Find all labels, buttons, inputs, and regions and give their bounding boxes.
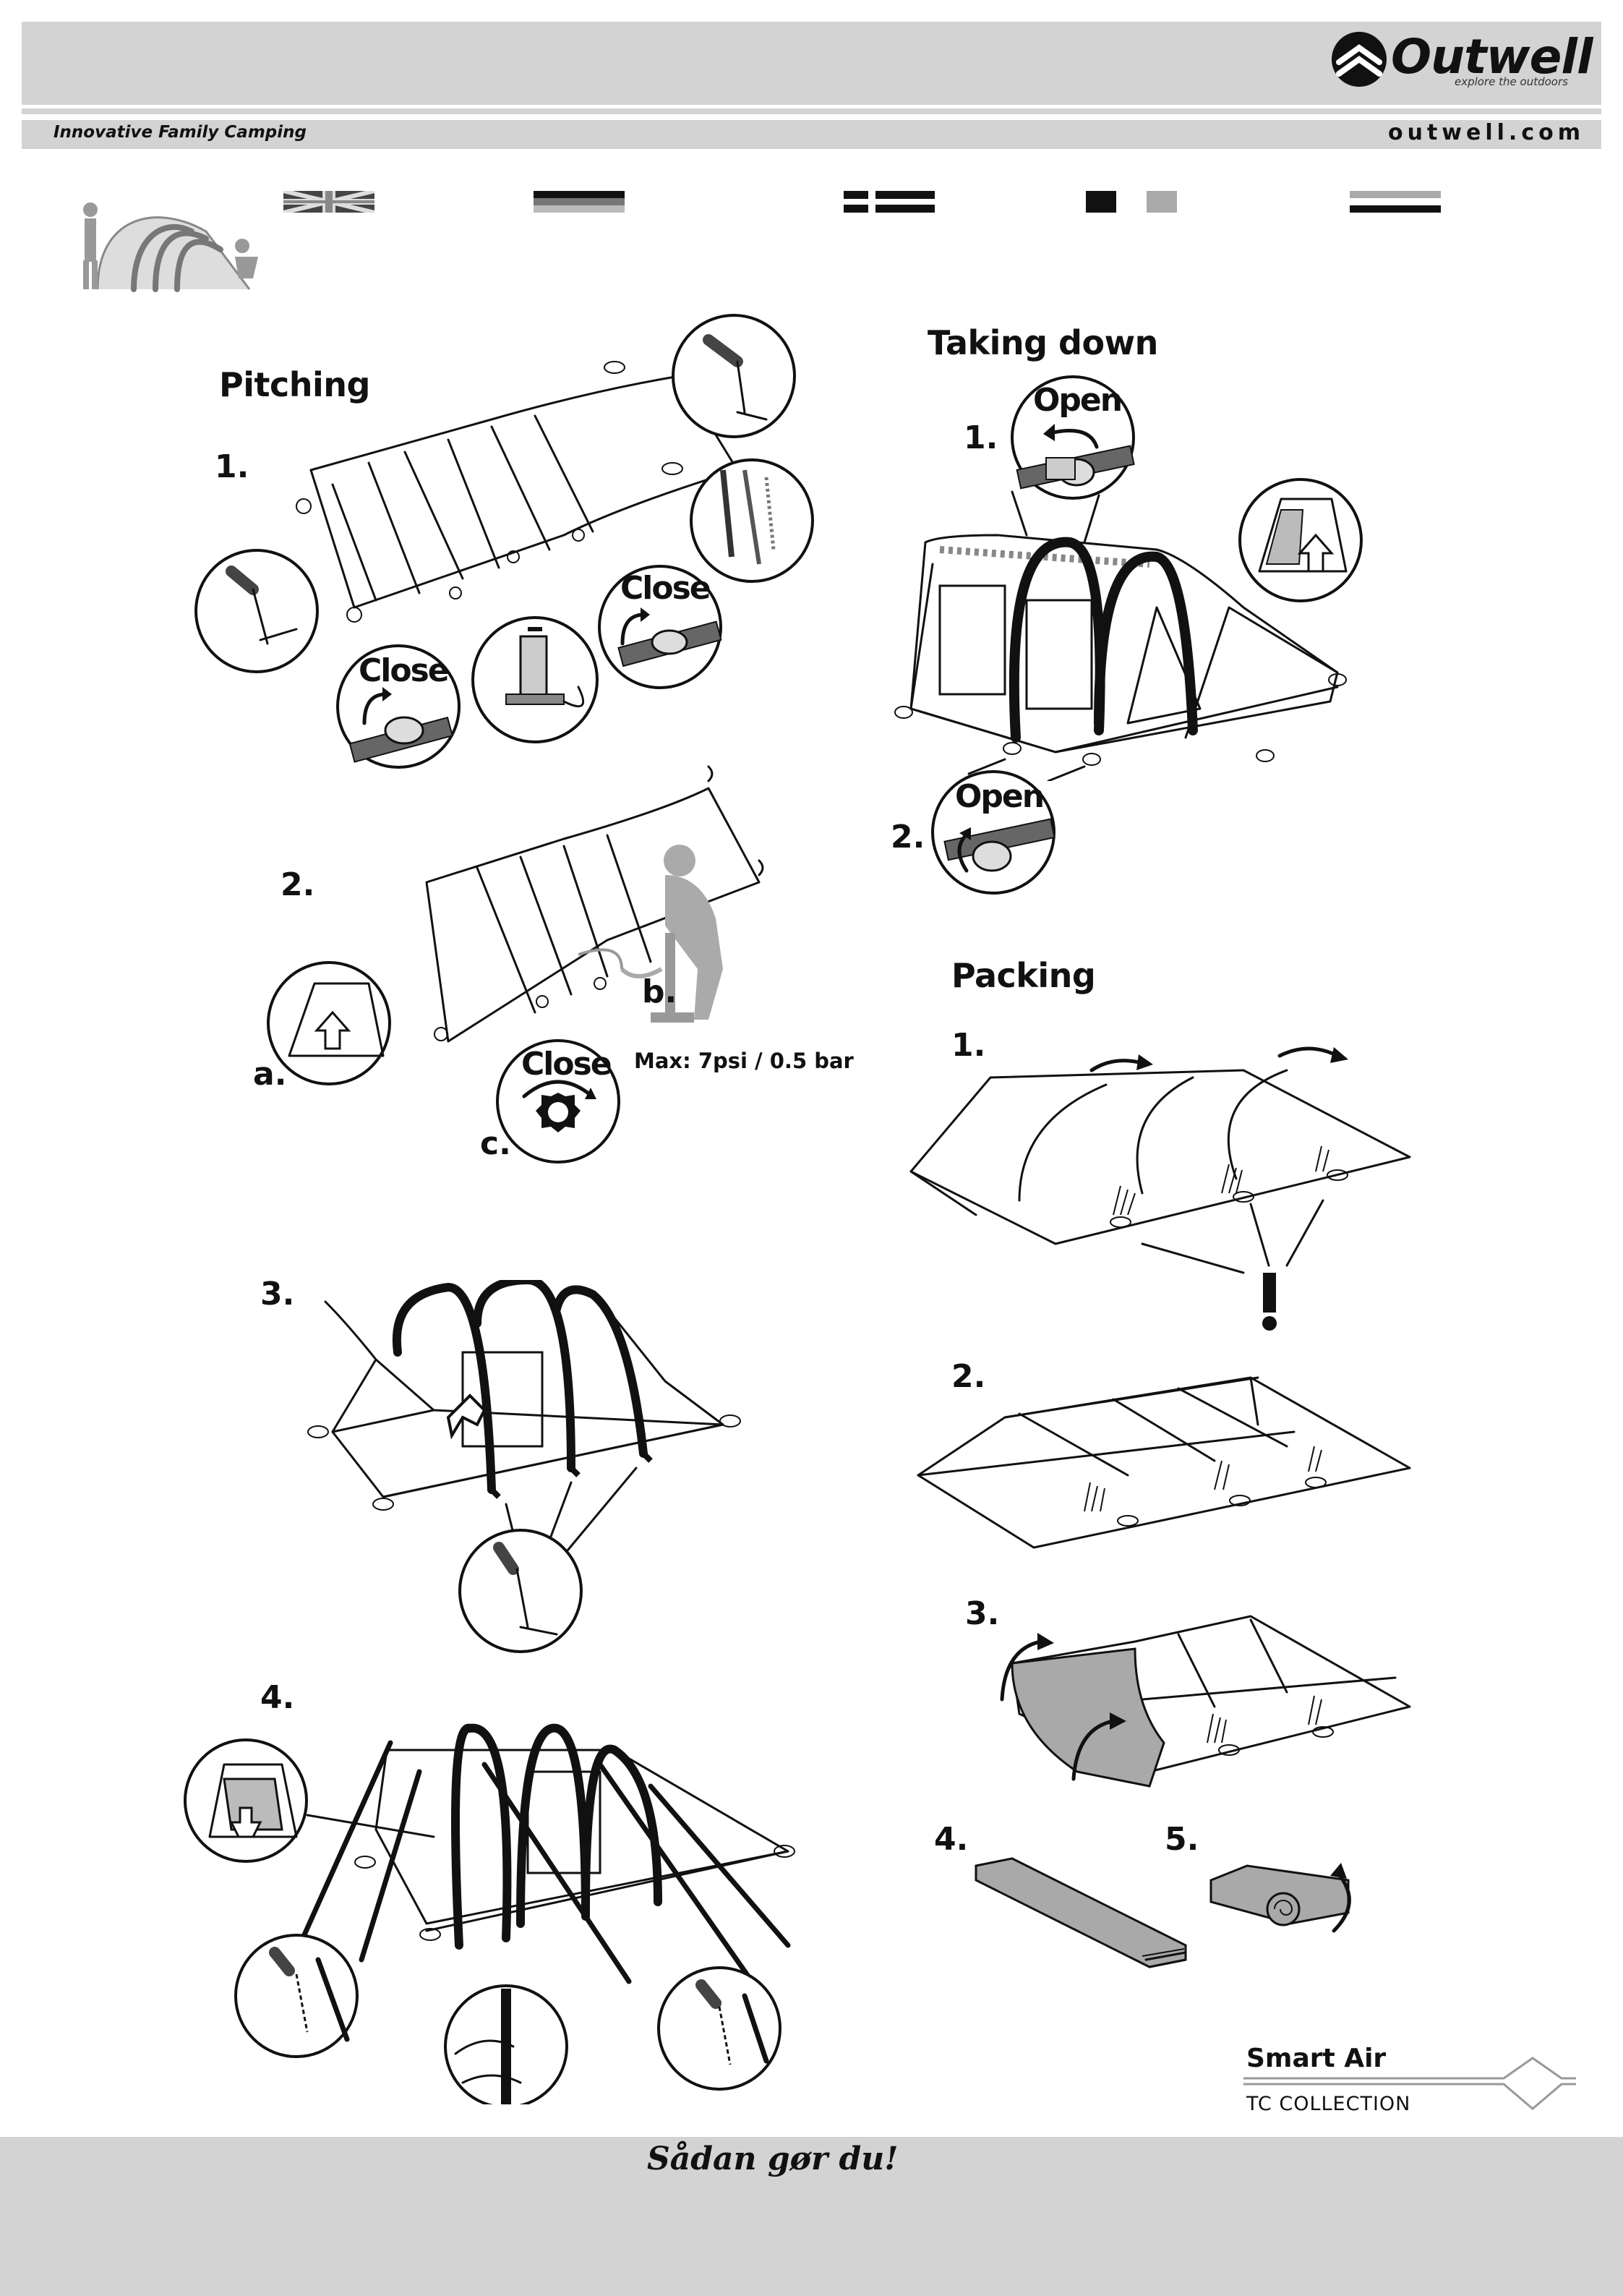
pitching-step-4: 4. xyxy=(260,1679,294,1716)
packing-step-5-illustration xyxy=(1204,1858,1377,1953)
valve-close-1-label: Close xyxy=(359,652,448,689)
pitching-step-2-label-a: a. xyxy=(253,1056,286,1093)
outwell-logo-icon xyxy=(1330,30,1395,95)
flag-de-icon[interactable] xyxy=(534,191,625,213)
taking-down-step-1: 1. xyxy=(964,419,998,456)
pitching-step-3-illustration xyxy=(289,1280,752,1663)
strap-line: Innovative Family Camping xyxy=(53,123,307,142)
product-collection: TC COLLECTION xyxy=(1246,2093,1410,2115)
packing-step-5: 5. xyxy=(1165,1821,1199,1858)
footer-slogan: Sådan gør du! xyxy=(647,2141,899,2177)
valve-close-2-label: Close xyxy=(620,570,710,607)
product-name: Smart Air xyxy=(1246,2044,1386,2073)
product-badge: Smart Air TC COLLECTION xyxy=(1243,2044,1583,2123)
packing-step-4: 4. xyxy=(934,1821,968,1858)
valve-open-2-icon: Open xyxy=(930,769,1057,896)
flag-dk-icon[interactable] xyxy=(844,191,935,213)
valve-close-3-label: Close xyxy=(521,1046,611,1083)
valve-close-3-icon: Close xyxy=(495,1038,622,1165)
valve-close-1-icon: Close xyxy=(335,644,462,770)
tent-people-icon xyxy=(69,188,271,296)
taking-down-step-2: 2. xyxy=(891,819,925,855)
header-divider xyxy=(22,108,1601,114)
pitching-step-2-label-b: b. xyxy=(642,973,677,1010)
flag-fr-icon[interactable] xyxy=(1086,191,1177,213)
max-pressure-label: Max: 7psi / 0.5 bar xyxy=(634,1049,854,1073)
valve-open-1-label: Open xyxy=(1033,382,1121,419)
valve-open-2-label: Open xyxy=(955,778,1043,815)
packing-step-2-illustration xyxy=(911,1367,1417,1555)
brand-logo: Outwell explore the outdoors xyxy=(1330,30,1590,95)
taking-down-title: Taking down xyxy=(928,323,1158,362)
pitching-step-1-illustration xyxy=(188,311,824,774)
website-link[interactable]: outwell.com xyxy=(1388,120,1585,145)
packing-step-3-illustration xyxy=(990,1605,1424,1801)
door-open-icon xyxy=(1238,477,1364,604)
packing-title: Packing xyxy=(951,956,1095,995)
flag-uk-icon[interactable] xyxy=(283,191,374,213)
valve-close-2-icon: Close xyxy=(597,564,724,691)
flag-nl-icon[interactable] xyxy=(1350,191,1441,213)
pitching-step-4-illustration xyxy=(181,1721,817,2104)
packing-step-4-illustration xyxy=(969,1851,1193,1981)
packing-step-1-illustration xyxy=(904,1027,1424,1331)
brand-tagline: explore the outdoors xyxy=(1455,75,1568,88)
